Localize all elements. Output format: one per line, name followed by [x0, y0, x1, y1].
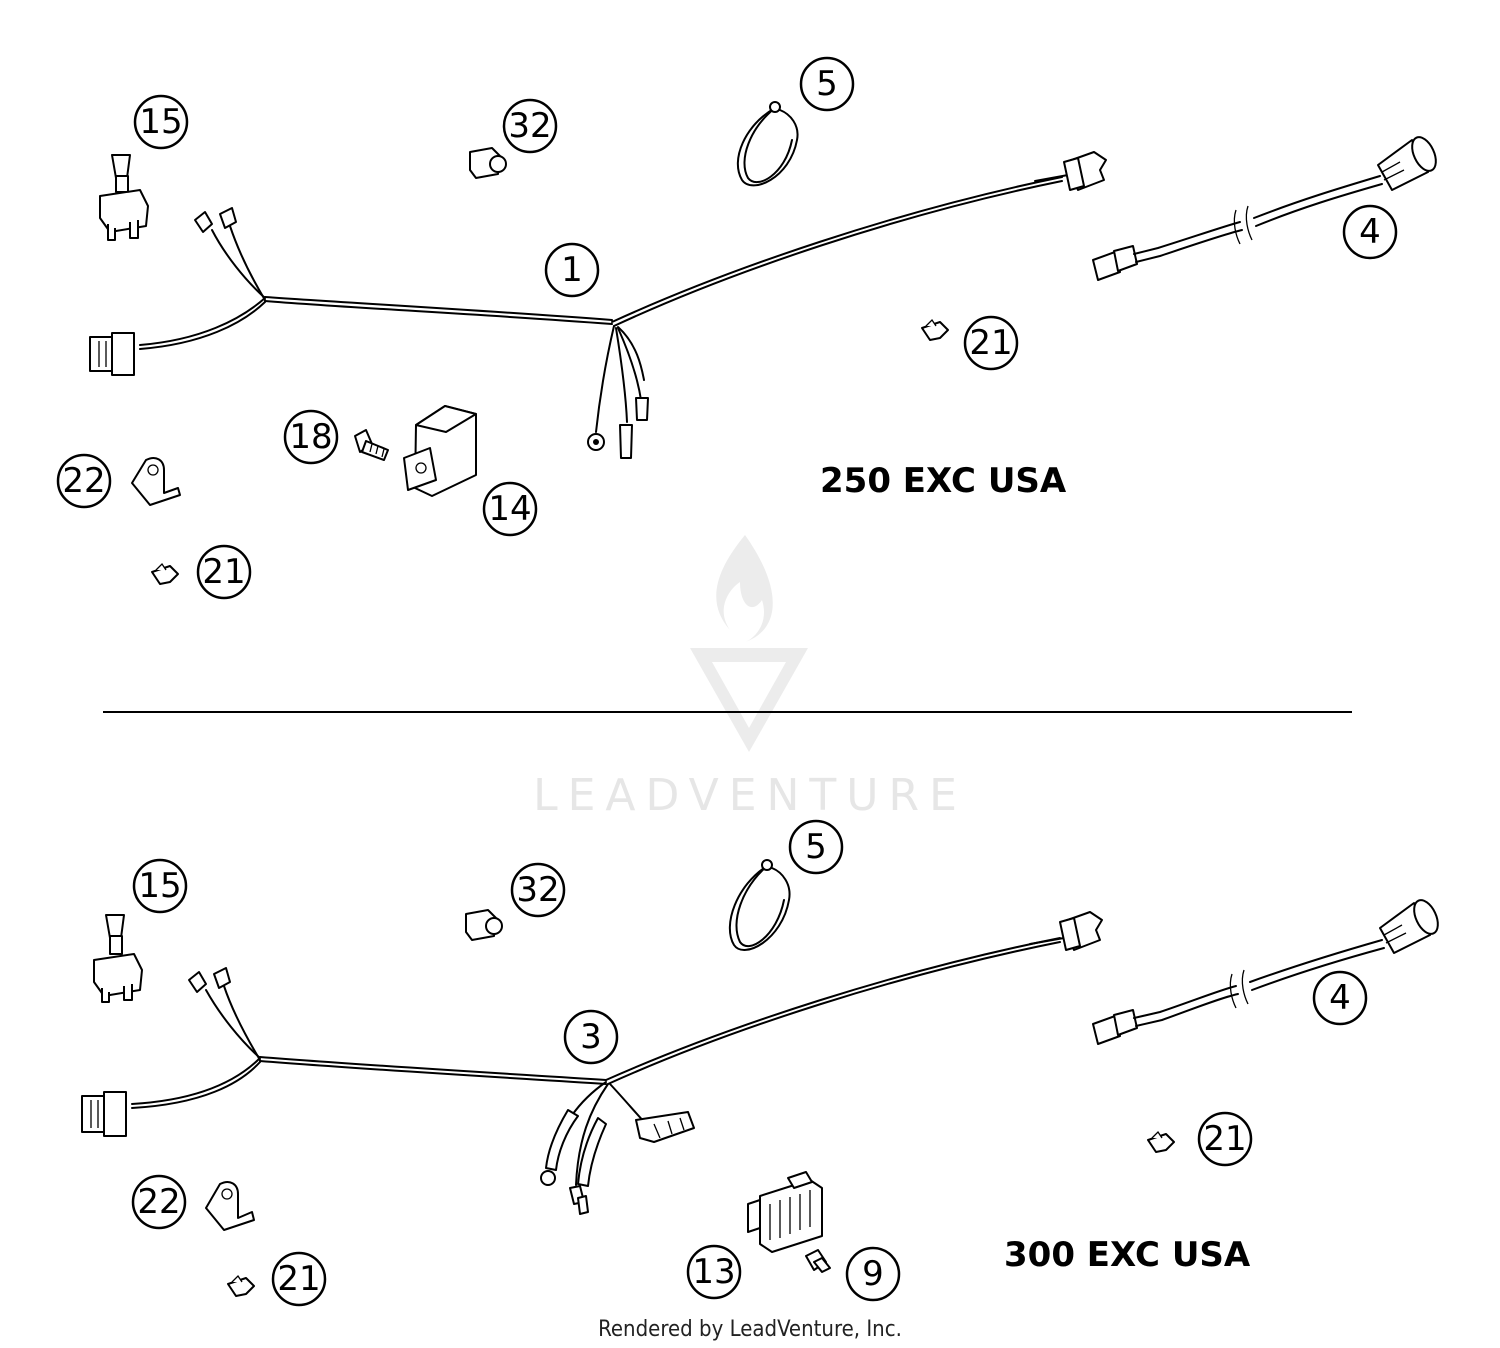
- svg-text:4: 4: [1329, 978, 1351, 1018]
- svg-text:22: 22: [137, 1182, 180, 1222]
- callout-22-bottom: 22: [131, 1174, 187, 1230]
- svg-text:15: 15: [139, 102, 182, 142]
- cable-tie-part-5: [736, 101, 799, 187]
- bolt-part-9: [805, 1249, 831, 1273]
- svg-text:32: 32: [508, 106, 551, 146]
- top-variant: 15 32 5 1 4 21 18 14: [56, 56, 1437, 600]
- svg-text:5: 5: [805, 827, 827, 867]
- clip-part-21-bottom-right: [1147, 1130, 1175, 1153]
- clip-part-21-left: [151, 562, 179, 585]
- svg-text:21: 21: [1203, 1119, 1246, 1159]
- callout-5-bottom: 5: [788, 819, 844, 875]
- callout-22-top: 22: [56, 453, 112, 509]
- relay-part-14: [403, 405, 477, 497]
- switch-part-15: [99, 154, 149, 241]
- switch-part-15-bottom: [93, 914, 143, 1003]
- svg-text:14: 14: [488, 489, 531, 529]
- callout-32-bottom: 32: [510, 862, 566, 918]
- screw-part-18: [354, 429, 389, 461]
- svg-text:21: 21: [277, 1259, 320, 1299]
- bottom-variant: 15 32 5 3 4 21 22 21: [81, 819, 1439, 1307]
- svg-text:4: 4: [1359, 212, 1381, 252]
- svg-text:18: 18: [289, 417, 332, 457]
- svg-text:32: 32: [516, 870, 559, 910]
- callout-3-bottom: 3: [563, 1009, 619, 1065]
- svg-text:5: 5: [816, 64, 838, 104]
- grommet-part-32: [469, 147, 507, 179]
- svg-text:9: 9: [862, 1254, 884, 1294]
- callout-21-bottom-left: 21: [271, 1251, 327, 1307]
- callout-4-top: 4: [1342, 204, 1398, 260]
- watermark-v-icon: [690, 648, 808, 752]
- variant-title-300: 300 EXC USA: [1004, 1235, 1251, 1275]
- callout-21-bottom-right: 21: [1197, 1111, 1253, 1167]
- callout-18-top: 18: [283, 409, 339, 465]
- cable-tie-part-5-bottom: [728, 859, 791, 951]
- svg-text:3: 3: [580, 1017, 602, 1057]
- callout-15-top: 15: [133, 94, 189, 150]
- main-harness-part-1: [89, 151, 1107, 459]
- regulator-part-13: [747, 1171, 823, 1253]
- variant-title-250: 250 EXC USA: [820, 461, 1067, 501]
- callout-15-bottom: 15: [132, 858, 188, 914]
- callout-13-bottom: 13: [686, 1244, 742, 1300]
- lamp-cable-part-4: [1092, 136, 1437, 281]
- svg-text:1: 1: [561, 250, 583, 290]
- grommet-part-32-bottom: [465, 909, 503, 941]
- lamp-cable-part-4-bottom: [1092, 899, 1439, 1045]
- watermark-brand: LEADVENTURE: [533, 770, 967, 821]
- callout-14-top: 14: [482, 481, 538, 537]
- clip-part-21-bottom-left: [227, 1274, 255, 1297]
- svg-text:15: 15: [138, 866, 181, 906]
- callout-9-bottom: 9: [845, 1246, 901, 1302]
- watermark-flame-icon: [716, 535, 773, 642]
- footer-credit: Rendered by LeadVenture, Inc.: [598, 1317, 902, 1342]
- svg-text:22: 22: [62, 461, 105, 501]
- callout-32-top: 32: [502, 98, 558, 154]
- bracket-part-22-bottom: [205, 1181, 255, 1231]
- callout-5-top: 5: [799, 56, 855, 112]
- svg-text:13: 13: [692, 1252, 735, 1292]
- main-harness-part-3: [81, 911, 1103, 1215]
- callout-21-top-left: 21: [196, 544, 252, 600]
- callout-1-top: 1: [544, 242, 600, 298]
- svg-text:21: 21: [202, 552, 245, 592]
- callout-4-bottom: 4: [1312, 970, 1368, 1026]
- clip-part-21-right: [921, 318, 949, 341]
- bracket-part-22: [131, 457, 181, 506]
- svg-text:21: 21: [969, 323, 1012, 363]
- leadventure-watermark: LEADVENTURE: [533, 535, 967, 821]
- callout-21-top-right: 21: [963, 315, 1019, 371]
